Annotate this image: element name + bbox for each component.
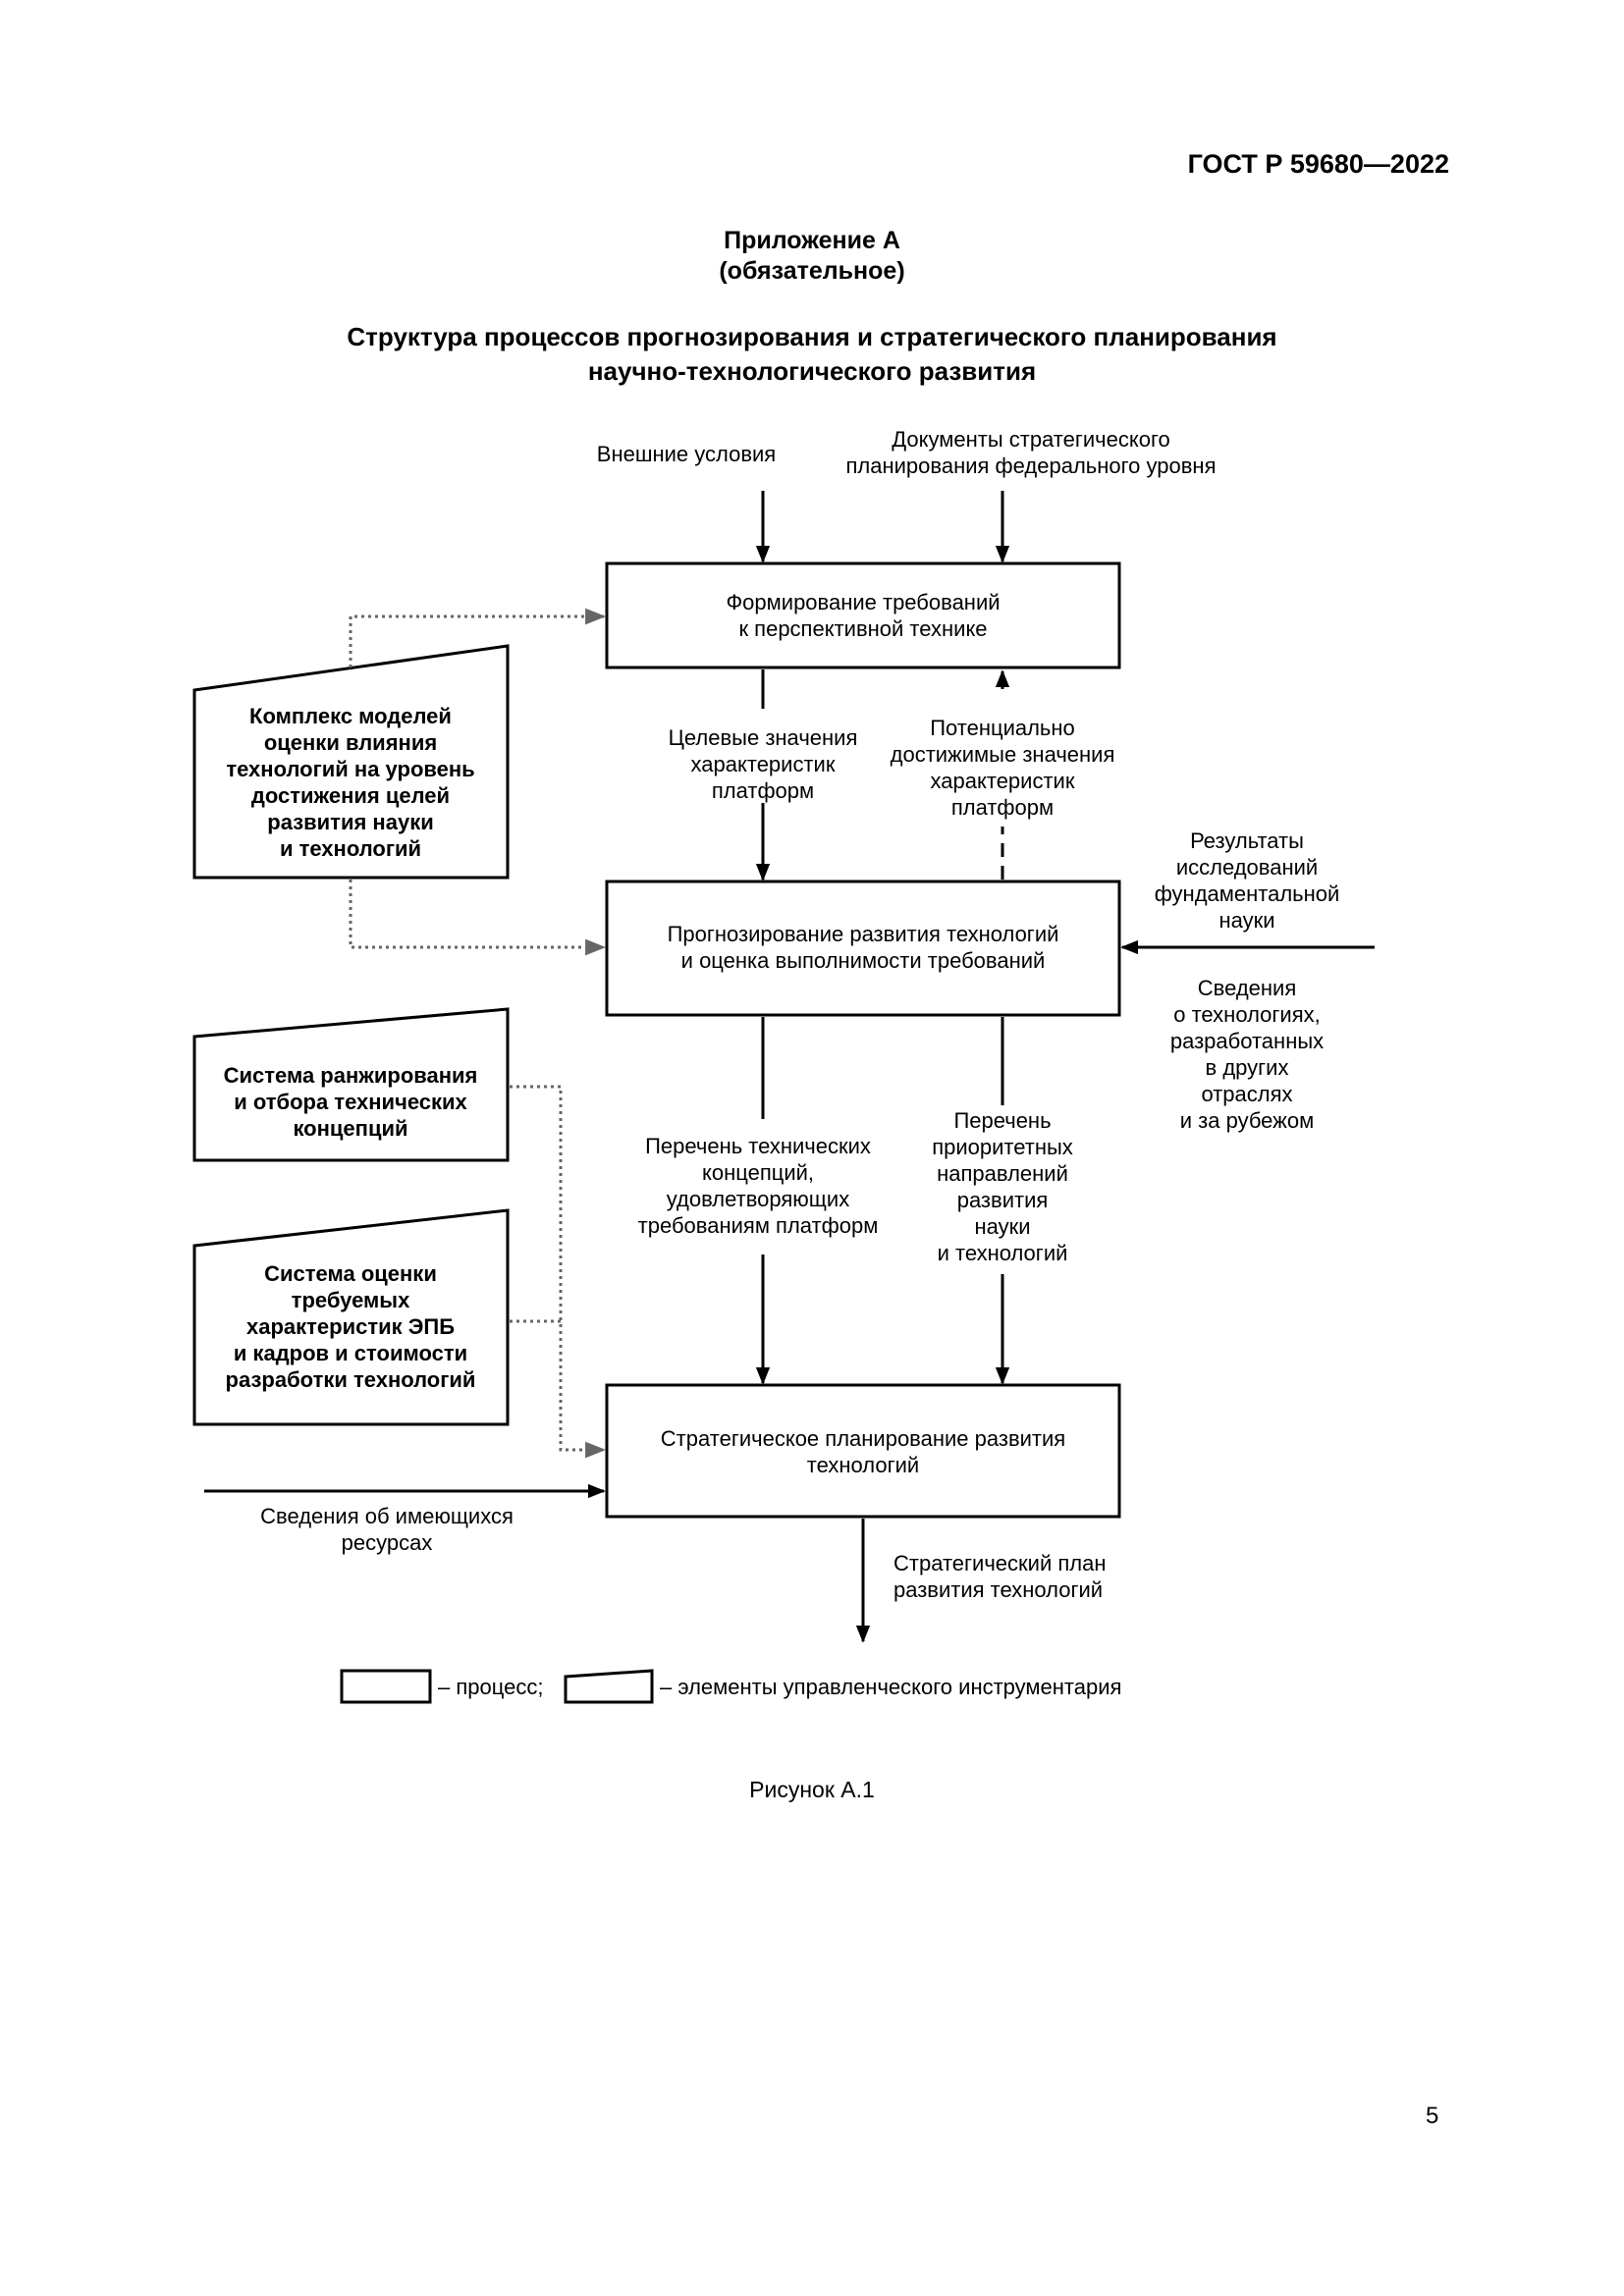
tool-box-models — [192, 644, 510, 880]
legend-tools-text: – элементы управленческого инструментари… — [660, 1675, 1122, 1699]
label-strategic-documents: Документы стратегического планирования ф… — [845, 427, 1217, 478]
process-box-planning — [605, 1383, 1121, 1519]
legend-tool-shape — [564, 1669, 654, 1704]
dotted-link-models-requirements — [349, 608, 607, 667]
label-research-results: Результаты исследований фундаментальной … — [1154, 828, 1340, 933]
process-forecasting-text: Прогнозирование развития технологий и оц… — [667, 922, 1059, 973]
process-box-forecasting — [605, 880, 1121, 1017]
tool-box-ranking — [192, 1007, 510, 1162]
label-concepts-list: Перечень технических концепций, удовлетв… — [637, 1134, 879, 1238]
label-potential-values: Потенциально достижимые значения характе… — [890, 716, 1115, 820]
appendix-title: Приложение А — [724, 227, 900, 254]
label-tech-info: Сведения о технологиях, разработанных в … — [1169, 976, 1325, 1133]
process-box-requirements — [605, 561, 1121, 669]
label-priorities-list: Перечень приоритетных направлений развит… — [932, 1108, 1073, 1265]
figure-title-line-1: Структура процессов прогнозирования и ст… — [347, 322, 1277, 351]
appendix-heading: Приложение А (обязательное) — [0, 226, 1624, 287]
tool-assessment-text: Система оценки требуемых характеристик Э… — [225, 1261, 476, 1392]
dotted-link-models-forecasting — [349, 880, 607, 956]
standard-number: ГОСТ Р 59680—2022 — [1187, 149, 1449, 179]
label-external-conditions: Внешние условия — [596, 442, 777, 466]
figure-title: Структура процессов прогнозирования и ст… — [0, 320, 1624, 389]
tool-models-text: Комплекс моделей оценки влияния технолог… — [226, 704, 475, 861]
label-resources: Сведения об имеющихся ресурсах — [260, 1504, 514, 1555]
tool-ranking-text: Система ранжирования и отбора технически… — [223, 1063, 478, 1141]
figure-title-line-2: научно-технологического развития — [587, 356, 1037, 386]
process-requirements-text: Формирование требований к перспективной … — [726, 590, 1001, 641]
tool-box-assessment — [192, 1208, 510, 1426]
page-number: 5 — [1426, 2103, 1439, 2129]
legend-process-text: – процесс; — [438, 1675, 544, 1699]
dotted-link-ranking-planning — [510, 1085, 607, 1459]
figure-caption: Рисунок А.1 — [749, 1777, 875, 1802]
appendix-status: (обязательное) — [719, 257, 905, 285]
label-strategic-plan: Стратегический план развития технологий — [893, 1551, 1107, 1602]
legend-process-shape — [340, 1669, 432, 1704]
process-planning-text: Стратегическое планирование развития тех… — [660, 1426, 1066, 1477]
label-target-values: Целевые значения характеристик платформ — [668, 725, 858, 803]
